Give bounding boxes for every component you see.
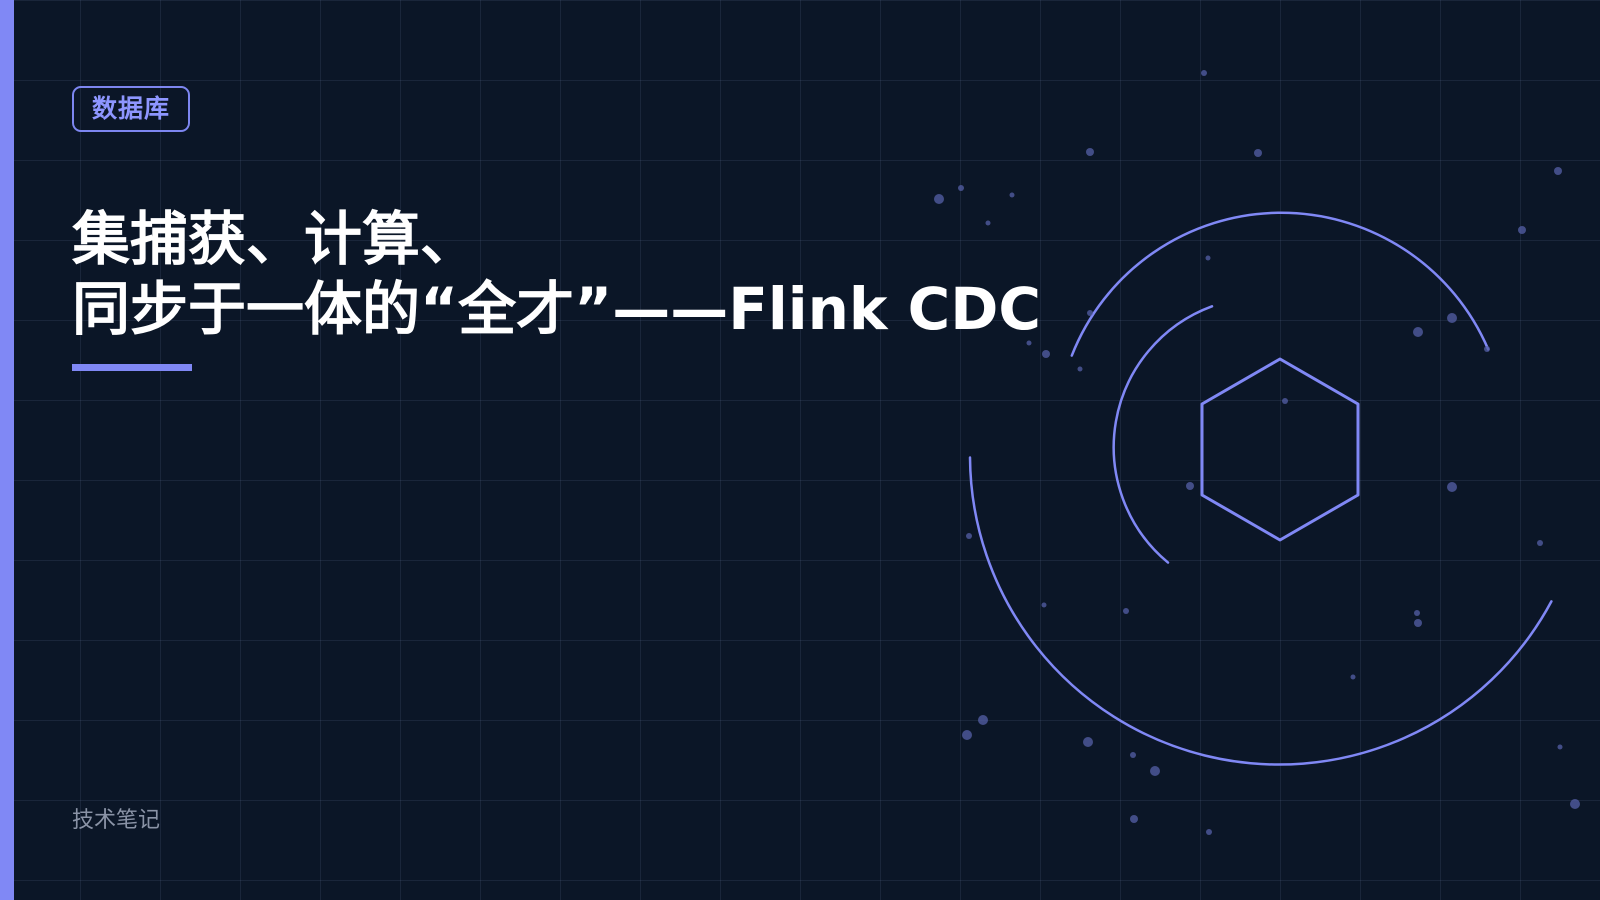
particle-dot — [1554, 167, 1562, 175]
particle-dot — [1518, 226, 1526, 234]
particle-dot — [1077, 366, 1083, 372]
particle-dot — [1414, 619, 1422, 627]
particle-dot — [1537, 540, 1543, 546]
particle-dot — [966, 533, 972, 539]
outer-ring-arc-bottom — [968, 456, 1553, 766]
particle-dot — [1570, 799, 1580, 809]
middle-ring-arc — [1112, 305, 1214, 564]
particle-dot — [1041, 602, 1047, 608]
particle-dot — [1282, 398, 1288, 404]
particle-dot — [962, 730, 972, 740]
particle-dot — [1350, 674, 1356, 680]
page-title: 集捕获、计算、 同步于一体的“全才”——Flink CDC — [72, 204, 1041, 344]
particle-dot — [1087, 310, 1093, 316]
particle-dot — [1123, 608, 1129, 614]
particle-dot — [1086, 148, 1094, 156]
particle-dot — [1557, 744, 1563, 750]
particle-dot — [985, 220, 991, 226]
particle-dot — [1026, 340, 1032, 346]
particle-dot — [1414, 610, 1420, 616]
particle-dot — [1447, 482, 1457, 492]
particle-dot — [1201, 70, 1207, 76]
particle-dot — [1130, 752, 1136, 758]
title-line-1: 集捕获、计算、 — [72, 205, 479, 273]
particle-dot — [1205, 255, 1211, 261]
particle-dot — [958, 185, 964, 191]
particle-dot — [1186, 482, 1194, 490]
particle-dot — [978, 715, 988, 725]
footer-label: 技术笔记 — [72, 808, 161, 833]
particle-dot — [1413, 327, 1423, 337]
title-underline — [72, 364, 192, 371]
outer-ring-arc-top — [1070, 211, 1490, 357]
particle-dot — [1130, 815, 1138, 823]
title-line-2: 同步于一体的“全才”——Flink CDC — [72, 275, 1041, 343]
particle-dot — [1009, 192, 1015, 198]
left-accent-bar — [0, 0, 14, 900]
particle-dot — [1484, 346, 1490, 352]
category-tag: 数据库 — [72, 86, 190, 132]
particle-dot — [1447, 313, 1457, 323]
particle-dot — [1254, 149, 1262, 157]
particle-dot — [1150, 766, 1160, 776]
hexagon-icon — [1200, 357, 1360, 542]
particle-dot — [1042, 350, 1050, 358]
particle-dot — [1206, 829, 1212, 835]
particle-dot — [934, 194, 944, 204]
particle-dot — [1083, 737, 1093, 747]
